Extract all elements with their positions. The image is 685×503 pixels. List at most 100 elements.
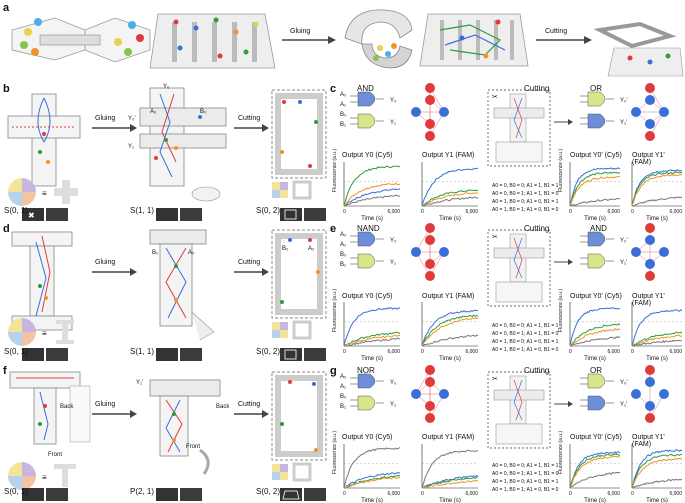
strip [495,423,543,445]
scissors-icon: ✂ [492,234,498,241]
series-line [343,165,401,207]
x-tick-label: 6,000 [387,209,400,215]
network-before [411,223,449,281]
route [513,237,523,279]
route [513,97,523,139]
gate-before-top [350,231,384,247]
x-axis-label: Time (s) [361,216,383,222]
panel-d-shape-2: S(1, 1) [130,347,155,356]
gate-body [587,231,606,247]
legend-item: A0 = 0, B0 = 0; A1 = 1, B1 = 1 [492,463,559,469]
input-label: A₁ [340,384,346,390]
series-line [569,327,621,347]
x-tick-label: 0 [631,491,634,497]
series-line [343,182,401,207]
gate-body [587,395,606,411]
panel-g-title-y1p: Output Y1' (FAM) [632,434,665,448]
series-line [343,474,401,489]
network-after [631,223,669,281]
x-tick-label: 6,000 [465,209,478,215]
network-node [645,83,655,93]
series-line [421,189,479,207]
x-axis-label: Time (s) [361,356,383,362]
network-node [425,223,435,233]
input-label: A₀ [340,92,347,98]
x-tick-label: 6,000 [607,491,620,497]
x-tick-label: 0 [421,209,424,215]
arrow-head [568,401,573,407]
panel-g-legend: A0 = 0, B0 = 0; A1 = 1, B1 = 1 A0 = 0, B… [492,462,558,494]
route [513,97,523,139]
network-node [439,107,449,117]
panel-f-figure: Back Front ≡ Gluing Back Front Y₁' Cutti… [8,371,327,501]
x-tick-label: 0 [343,349,346,355]
panel-c-title-y1p: Output Y1' (FAM) [632,152,665,166]
x-tick-label: 6,000 [607,349,620,355]
network-node [425,119,435,129]
panel-f-front-label: Front [48,452,62,458]
network-node [645,235,655,245]
y-axis-label: Fluorescence (a.u.) [332,289,338,332]
x-axis-label: Time (s) [439,216,461,222]
panel-g-gate-before: NOR [357,366,375,375]
legend-item: A0 = 0, B0 = 0; A1 = 1, B1 = 1 [492,183,559,189]
series-line [569,323,621,346]
origami-middle: ✂ [487,371,551,449]
network-node [425,271,435,281]
panel-b-quadrant-icon [8,178,36,206]
panel-d-gluing-label: Gluing [95,259,115,266]
x-tick-label: 6,000 [607,209,620,215]
x-tick-label: 6,000 [387,349,400,355]
network-node [645,95,655,105]
input-label: B₁ [340,262,346,268]
x-tick-label: 6,000 [465,349,478,355]
series-line [344,194,401,207]
panel-a-cut-frame [593,21,677,49]
x-tick-label: 6,000 [669,491,682,497]
network-node [645,377,655,387]
route [513,379,523,421]
panel-e-gate-after: AND [590,224,607,233]
network-before [411,365,449,423]
panel-c-title-y0p: Output Y0' (Cy5) [570,152,622,159]
panel-label-e: e [330,223,337,235]
output-label: Y₀ [390,98,397,104]
svg-text:Y₁': Y₁' [136,380,143,386]
svg-text:A₀: A₀ [188,250,195,256]
panel-b-cross [7,93,81,187]
panel-b-shape-1: S(0, 1) [4,206,29,215]
panel-f-back-label: Back [60,404,74,410]
series-line [631,309,683,346]
network-node [645,365,655,375]
series-line [421,479,478,489]
series-line [631,173,683,206]
x-tick-label: 0 [569,491,572,497]
series-line [570,335,621,347]
legend-item: A0 = 1, B0 = 1; A1 = 0, B1 = 0 [492,207,559,213]
panel-label-b: b [3,83,10,95]
panel-f-shape-1: S(0, 1) [4,487,29,496]
panel-a-grid-plate [149,13,276,69]
gate-after-top [580,373,614,389]
output-label: Y₁ [390,402,396,408]
svg-text:≡: ≡ [42,329,47,338]
panel-b-shape-2: S(1, 1) [130,206,155,215]
panel-b-cross-silhouette [54,180,78,204]
arrow-head [568,119,573,125]
panel-a-final-grid [607,47,684,77]
panel-label-d: d [3,223,10,235]
gate-body [587,373,606,389]
input-label: B₀ [340,112,347,118]
series-line [421,449,479,489]
gate-body [587,113,606,129]
y-axis-label: Fluorescence (a.u.) [332,431,338,474]
legend-item: A0 = 1, B0 = 1; A1 = 0, B1 = 0 [492,347,559,353]
series-line [631,457,683,489]
series-line [569,171,621,206]
svg-text:B₀: B₀ [200,109,207,115]
x-axis-label: Time (s) [646,356,668,362]
svg-text:✖: ✖ [28,211,35,220]
x-axis-label: Time (s) [361,498,383,503]
